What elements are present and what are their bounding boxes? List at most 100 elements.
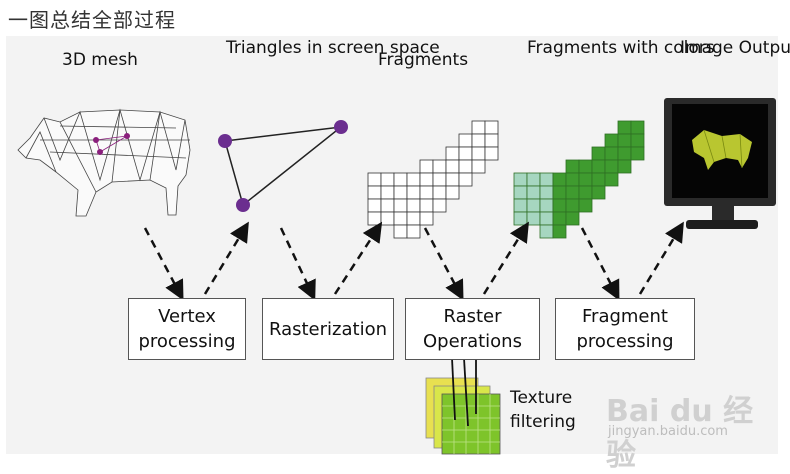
fragment-cell xyxy=(367,172,382,187)
vertex-processing-box: Vertex processing xyxy=(128,298,246,360)
fragment-cell xyxy=(539,172,554,187)
fragment-processing-box: Fragment processing xyxy=(555,298,695,360)
page-title: 一图总结全部过程 xyxy=(8,8,176,32)
fragment-cell xyxy=(565,211,580,226)
fragment-cell xyxy=(630,120,645,135)
fragment-cell xyxy=(552,198,567,213)
fragment-cell xyxy=(458,172,473,187)
fragment-cell xyxy=(393,185,408,200)
fragment-cell xyxy=(526,211,541,226)
fragment-cell xyxy=(458,159,473,174)
fragment-cell xyxy=(513,211,528,226)
fragment-cell xyxy=(432,172,447,187)
fragment-cell xyxy=(552,185,567,200)
fragment-cell xyxy=(565,185,580,200)
fragment-cell xyxy=(617,146,632,161)
fragment-cell xyxy=(419,172,434,187)
fragment-cell xyxy=(393,224,408,239)
fragment-cell xyxy=(471,133,486,148)
fragment-cell xyxy=(406,224,421,239)
fragment-cell xyxy=(406,198,421,213)
fragment-cell xyxy=(419,211,434,226)
screen-triangle-illustration xyxy=(218,120,348,212)
fragment-cell xyxy=(432,185,447,200)
rasterization-box: Rasterization xyxy=(262,298,394,360)
fragment-cell xyxy=(578,172,593,187)
fragment-cell xyxy=(406,211,421,226)
fragment-cell xyxy=(565,198,580,213)
fragment-cell xyxy=(604,159,619,174)
fragment-cell xyxy=(565,172,580,187)
raster-operations-box: Raster Operations xyxy=(405,298,540,360)
fragment-cell xyxy=(393,211,408,226)
fragment-cell xyxy=(578,198,593,213)
fragment-cell xyxy=(484,120,499,135)
fragment-cell xyxy=(367,211,382,226)
fragment-cell xyxy=(526,198,541,213)
fragment-cell xyxy=(380,198,395,213)
fragment-cell xyxy=(393,172,408,187)
fragment-cell xyxy=(393,198,408,213)
fragment-cell xyxy=(630,146,645,161)
fragment-cell xyxy=(484,146,499,161)
pipeline-arrows xyxy=(143,221,684,301)
fragment-cell xyxy=(458,146,473,161)
fragment-cell xyxy=(471,146,486,161)
stage-label-image-output: Image Output xyxy=(680,38,790,58)
diagram-panel xyxy=(6,36,778,454)
fragment-cell xyxy=(380,172,395,187)
fragment-cell xyxy=(617,159,632,174)
fragment-cell xyxy=(604,172,619,187)
baidu-watermark: Bai du 经验 jingyan.baidu.com xyxy=(606,372,776,473)
fragment-cell xyxy=(539,211,554,226)
stage-label-triangles: Triangles in screen space xyxy=(226,38,440,58)
fragment-cell xyxy=(419,198,434,213)
fragment-cell xyxy=(539,224,554,239)
fragment-cell xyxy=(513,198,528,213)
fragment-cell xyxy=(367,185,382,200)
fragment-cell xyxy=(617,120,632,135)
fragment-cell xyxy=(445,146,460,161)
fragment-cell xyxy=(552,224,567,239)
fragment-cell xyxy=(458,133,473,148)
fragment-cell xyxy=(432,159,447,174)
fragment-cell xyxy=(591,185,606,200)
fragment-cell xyxy=(604,146,619,161)
fragment-cell xyxy=(471,120,486,135)
fragment-cell xyxy=(591,172,606,187)
texture-stack-illustration xyxy=(425,357,501,455)
fragment-cell xyxy=(484,133,499,148)
fragment-cell xyxy=(539,185,554,200)
fragment-cell xyxy=(552,172,567,187)
texture-filtering-label: Texture filtering xyxy=(510,388,576,432)
fragment-grid-illustration xyxy=(367,120,499,239)
fragment-cell xyxy=(380,211,395,226)
fragment-cell xyxy=(380,185,395,200)
stage-label-fragments: Fragments xyxy=(378,50,469,70)
fragment-cell xyxy=(578,159,593,174)
fragment-cell xyxy=(617,133,632,148)
fragment-cell xyxy=(419,159,434,174)
fragment-cell xyxy=(471,159,486,174)
fragment-cell xyxy=(432,198,447,213)
fragment-cell xyxy=(419,185,434,200)
fragment-cell xyxy=(591,146,606,161)
fragment-cell xyxy=(578,185,593,200)
cow-mesh-illustration xyxy=(17,108,191,217)
fragment-cell xyxy=(513,172,528,187)
fragment-cell xyxy=(552,211,567,226)
fragment-cell xyxy=(445,172,460,187)
fragment-cell xyxy=(539,198,554,213)
fragment-cell xyxy=(513,185,528,200)
fragment-cell xyxy=(526,172,541,187)
monitor-icon xyxy=(664,98,776,229)
fragment-cell xyxy=(406,172,421,187)
fragment-cell xyxy=(630,133,645,148)
fragment-cell xyxy=(445,159,460,174)
stage-label-mesh: 3D mesh xyxy=(62,50,138,70)
fragment-cell xyxy=(445,185,460,200)
fragment-cell xyxy=(367,198,382,213)
fragment-cell xyxy=(591,159,606,174)
fragment-cell xyxy=(565,159,580,174)
fragment-cell xyxy=(406,185,421,200)
